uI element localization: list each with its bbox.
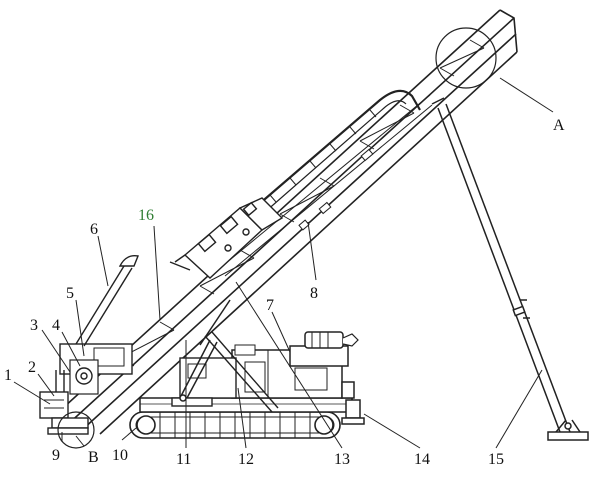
label-10: 10 xyxy=(112,447,128,464)
drill-mast xyxy=(51,9,518,435)
cable-chain xyxy=(257,89,421,206)
mast-strut xyxy=(204,331,279,413)
label-16: 16 xyxy=(138,207,154,224)
label-7: 7 xyxy=(266,297,274,314)
label-detail-a: A xyxy=(553,117,565,134)
mast-fittings xyxy=(298,148,374,231)
track-pads xyxy=(159,412,311,438)
label-13: 13 xyxy=(334,451,350,468)
power-head xyxy=(169,197,284,279)
label-15: 15 xyxy=(488,451,504,468)
rear-outrigger xyxy=(341,398,365,425)
label-11: 11 xyxy=(176,451,191,468)
control-cabinet xyxy=(171,357,237,407)
label-6: 6 xyxy=(90,221,98,238)
crawler-track xyxy=(129,411,341,439)
pipe-handling-arm xyxy=(75,255,139,347)
hydraulic-tank xyxy=(289,331,359,367)
label-12: 12 xyxy=(238,451,254,468)
label-2: 2 xyxy=(28,359,36,376)
front-clamp-assembly xyxy=(39,343,133,435)
detail-circles xyxy=(57,27,497,449)
mast-lattice xyxy=(119,39,485,367)
label-8: 8 xyxy=(310,285,318,302)
detail-circle-a xyxy=(435,27,497,89)
chain-links xyxy=(269,109,377,203)
label-3: 3 xyxy=(30,317,38,334)
detail-circle-b xyxy=(57,411,95,449)
label-5: 5 xyxy=(66,285,74,302)
support-leg xyxy=(431,97,589,441)
lift-cylinder xyxy=(179,299,231,402)
label-detail-b: B xyxy=(88,449,99,466)
leader-lines xyxy=(13,77,554,449)
label-4: 4 xyxy=(52,317,60,334)
label-1: 1 xyxy=(4,367,12,384)
callout-labels: 1 2 3 4 5 6 7 8 9 10 11 12 13 14 15 16 A… xyxy=(4,117,565,468)
label-14: 14 xyxy=(414,451,430,468)
label-9: 9 xyxy=(52,447,60,464)
